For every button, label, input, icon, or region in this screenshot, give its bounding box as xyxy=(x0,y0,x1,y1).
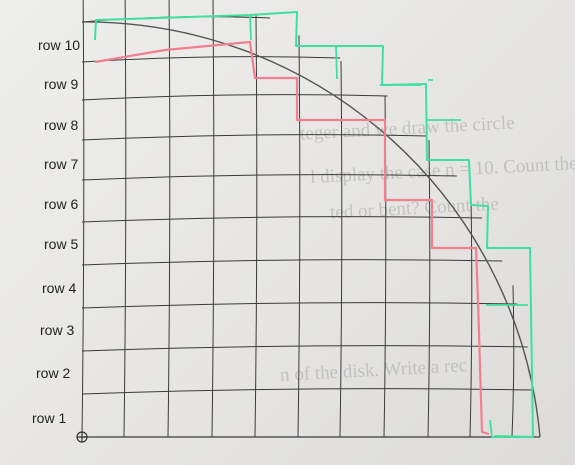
row-label-10: row 10 xyxy=(38,37,81,53)
row-label-2: row 2 xyxy=(36,365,71,381)
row-label-9: row 9 xyxy=(44,76,79,92)
quarter-circle-arc xyxy=(81,21,541,438)
grid-column-line xyxy=(469,197,473,438)
grid-column-line xyxy=(211,0,215,438)
grid-row-line xyxy=(81,134,427,141)
grid-row-line xyxy=(81,259,503,266)
row-label-4: row 4 xyxy=(42,280,77,296)
grid-column-line xyxy=(339,60,343,438)
grid-row-line xyxy=(81,216,483,223)
grid-row-line xyxy=(81,345,528,352)
grid-lines xyxy=(81,0,540,438)
grid-column-line xyxy=(511,285,515,438)
grid-row-line xyxy=(81,174,457,181)
grid-column-line xyxy=(81,0,85,438)
grid-column-line xyxy=(167,0,171,438)
row-label-6: row 6 xyxy=(44,196,79,212)
row-label-1: row 1 xyxy=(32,410,67,426)
grid-column-line xyxy=(427,139,431,438)
outer-path-segments xyxy=(249,14,530,438)
row-label-5: row 5 xyxy=(44,236,79,252)
inner-staircase-path xyxy=(94,40,490,436)
grid-column-line xyxy=(123,0,127,438)
grid-row-line xyxy=(81,56,341,63)
origin-cross xyxy=(77,432,87,442)
grid-row-line xyxy=(81,388,534,395)
row-label-8: row 8 xyxy=(44,117,79,133)
grid-column-line xyxy=(297,35,301,438)
grid-column-line xyxy=(254,15,258,438)
outer-staircase-path xyxy=(94,11,534,438)
row-label-3: row 3 xyxy=(40,322,75,338)
row-label-7: row 7 xyxy=(44,156,79,172)
grid-row-line xyxy=(81,94,388,101)
